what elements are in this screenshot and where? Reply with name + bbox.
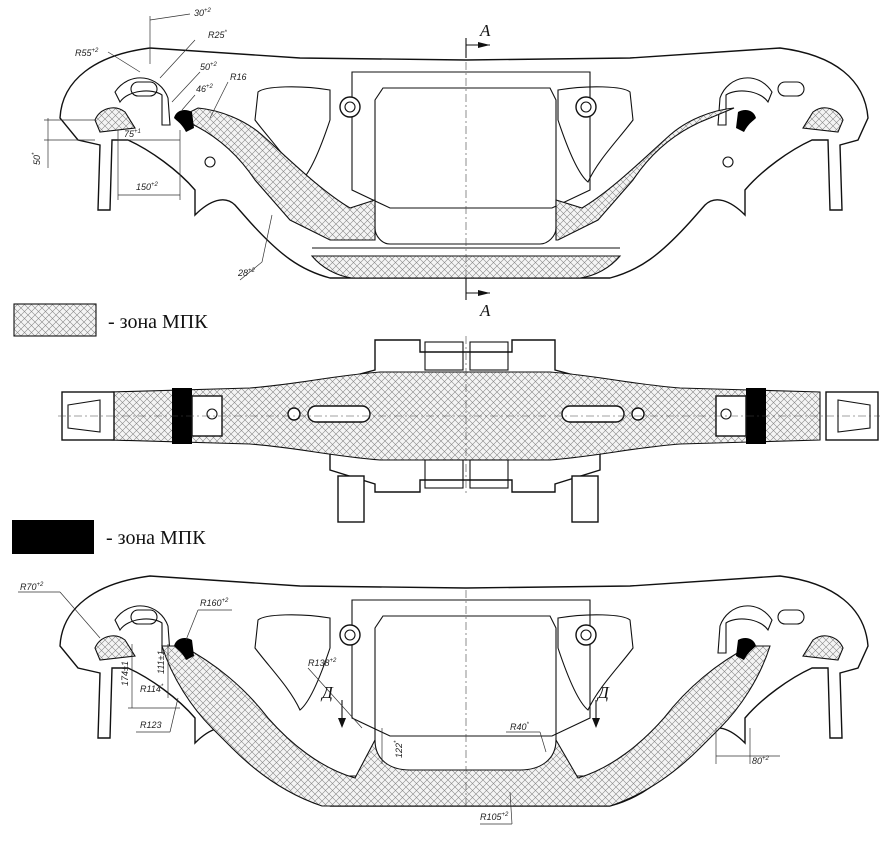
dim-r16: R16 <box>230 72 247 82</box>
legend-hatched-swatch <box>13 303 97 337</box>
dim-46: 46+2 <box>196 84 214 94</box>
legend-black: - зона МПК <box>12 520 206 554</box>
dim-r105: R105+2 <box>480 812 509 822</box>
bottom-mpk-zone <box>161 645 771 807</box>
dim-150: 150+2 <box>136 182 159 192</box>
top-side-frame <box>44 13 869 300</box>
dim-30: 30+2 <box>194 8 212 18</box>
dim-80: 80+2 <box>752 756 770 766</box>
section-d-left: Д <box>320 683 334 702</box>
section-d-right: Д <box>596 683 610 702</box>
top-black-pad-right <box>736 110 756 132</box>
dim-111: 111±1 <box>156 650 166 674</box>
bottom-dimensions: R70+2 R160+2 174±1 111±1 R114* R123 R138… <box>20 582 770 822</box>
dim-28: 28+2 <box>237 268 256 278</box>
dim-75: 75+1 <box>124 129 141 139</box>
top-black-pad-left <box>174 110 194 132</box>
dim-r114: R114* <box>140 684 164 694</box>
dim-r55: R55+2 <box>75 48 99 58</box>
dim-r138: R138+2 <box>308 658 337 668</box>
legend-hatched-label: - зона МПК <box>108 311 208 333</box>
bottom-side-frame <box>18 575 869 825</box>
dim-r70: R70+2 <box>20 582 44 592</box>
top-mpk-jaw-left <box>94 107 136 133</box>
section-a-bottom: А <box>479 301 491 320</box>
plan-black-pad-right <box>746 388 766 444</box>
top-dimensions: 30+2 R55+2 R25* 50+2 46+2 R16 75+1 150+2… <box>32 8 491 320</box>
dim-174: 174±1 <box>120 661 130 686</box>
plan-view <box>58 336 880 523</box>
dim-r123: R123 <box>140 720 162 730</box>
legend-black-label: - зона МПК <box>106 527 206 549</box>
dim-50v: 50* <box>32 152 42 165</box>
section-a-top: А <box>479 21 491 40</box>
dim-r160: R160+2 <box>200 598 229 608</box>
top-mpk-zone-left <box>176 107 376 241</box>
dim-50: 50+2 <box>200 62 218 72</box>
dim-r25: R25* <box>208 30 228 40</box>
dim-r40: R40* <box>510 722 530 732</box>
top-mpk-zone-right <box>555 107 735 241</box>
legend-black-swatch <box>12 520 94 554</box>
dim-122: 122* <box>394 740 404 758</box>
legend-hatched: - зона МПК <box>13 303 208 337</box>
top-mpk-jaw-right <box>802 107 844 133</box>
